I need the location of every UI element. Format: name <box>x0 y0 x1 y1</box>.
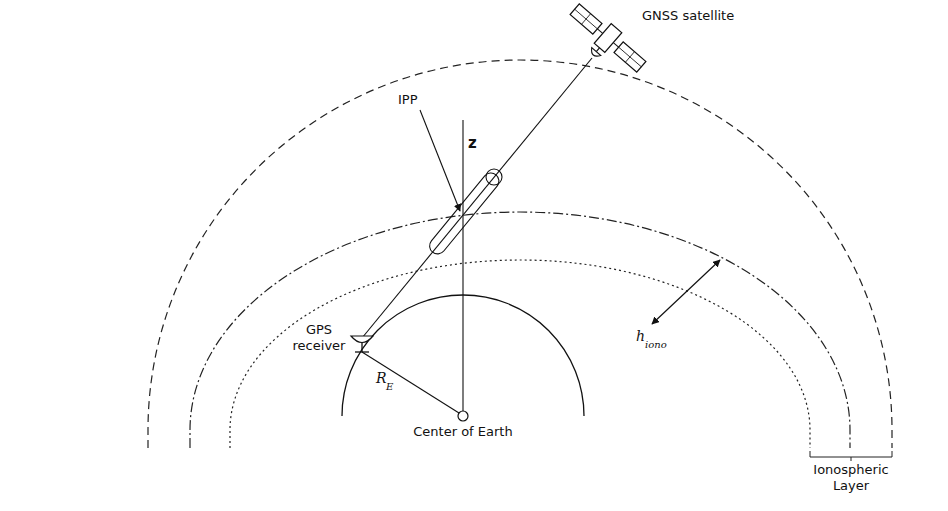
vertical-line <box>462 120 463 411</box>
height-arrow <box>652 260 720 324</box>
earth-center <box>458 411 468 421</box>
receiver-label: GPS receiver <box>286 322 352 354</box>
ipp-pointer <box>420 110 460 211</box>
receiver-radius <box>362 352 459 413</box>
slant-tube <box>426 170 502 257</box>
radius-symbol: R <box>376 370 387 386</box>
center-label: Center of Earth <box>398 424 528 440</box>
layer-bracket <box>810 451 892 461</box>
ionospheric-shell <box>190 212 850 448</box>
signal-ray <box>362 58 592 338</box>
zenith-circle <box>486 169 502 185</box>
outer-shell <box>148 60 892 448</box>
radius-subscript: E <box>386 379 393 395</box>
height-symbol: h <box>636 328 645 344</box>
inner-shell <box>230 260 810 448</box>
zenith-angle-label: z <box>468 135 477 151</box>
layer-label: Ionospheric Layer <box>801 462 901 494</box>
height-subscript: iono <box>645 337 667 353</box>
receiver-icon <box>351 336 373 352</box>
satellite-label: GNSS satellite <box>642 8 734 24</box>
satellite-icon <box>560 0 650 84</box>
ipp-label: IPP <box>398 92 418 108</box>
